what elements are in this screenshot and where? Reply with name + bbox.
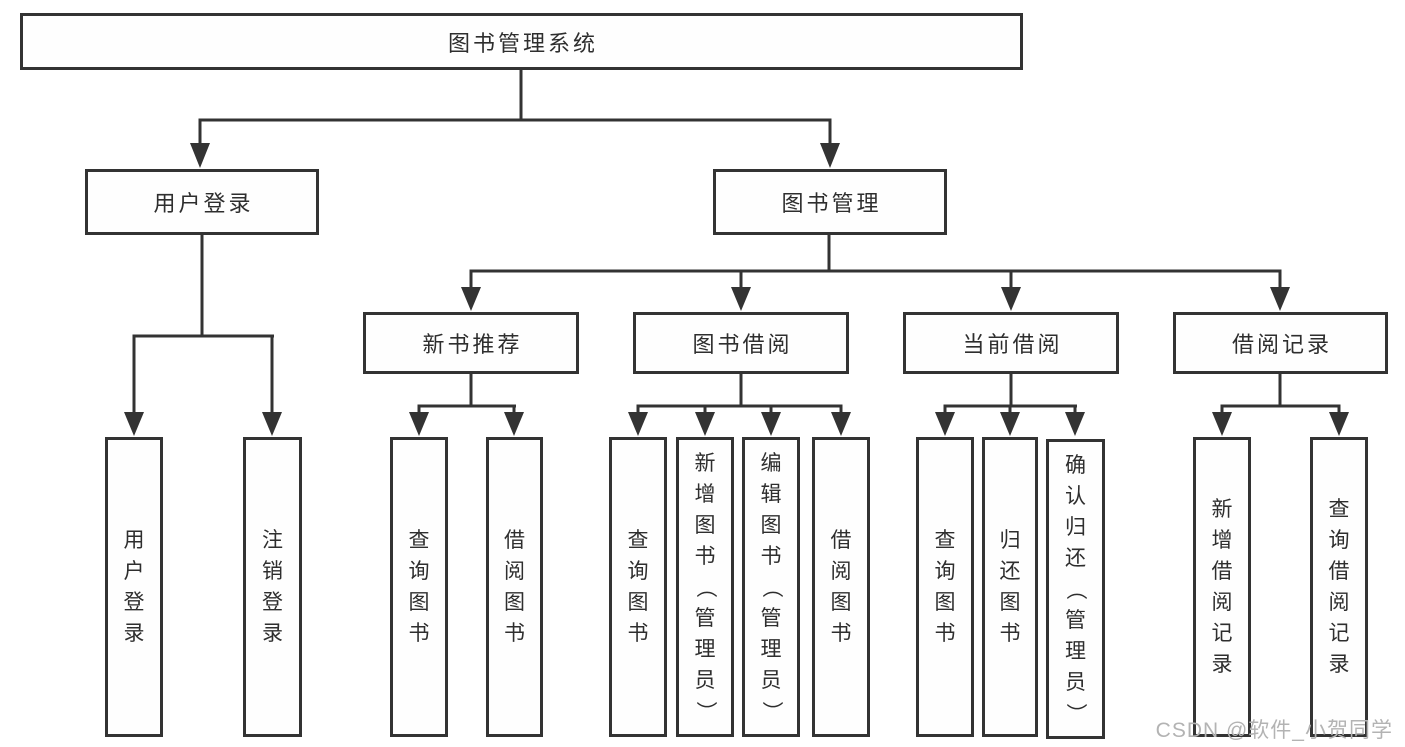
leaf-borrow-add-books-admin: 新增图书（管理员） <box>676 437 734 737</box>
node-current-borrowing: 当前借阅 <box>903 312 1119 374</box>
node-new-book-recommendation-label: 新书推荐 <box>422 332 523 357</box>
node-user-login: 用户登录 <box>85 169 319 235</box>
node-borrowing-records-label: 借阅记录 <box>1231 332 1332 357</box>
leaf-records-query-borrow-record: 查询借阅记录 <box>1310 437 1368 737</box>
node-root-library-management-system: 图书管理系统 <box>20 13 1023 70</box>
node-user-login-label: 用户登录 <box>153 191 254 216</box>
leaf-logout-login: 注销登录 <box>243 437 302 737</box>
arrowheads <box>124 143 1349 436</box>
node-book-borrowing: 图书借阅 <box>633 312 849 374</box>
leaf-borrow-borrow-books: 借阅图书 <box>812 437 870 737</box>
node-new-book-recommendation: 新书推荐 <box>363 312 579 374</box>
node-borrowing-records: 借阅记录 <box>1173 312 1388 374</box>
watermark: CSDN @软件_小贺同学 <box>1155 719 1393 742</box>
node-book-management-label: 图书管理 <box>781 191 882 216</box>
node-book-borrowing-label: 图书借阅 <box>692 332 793 357</box>
leaf-user-login: 用户登录 <box>105 437 163 737</box>
node-root-label: 图书管理系统 <box>447 30 598 56</box>
leaf-borrow-query-books: 查询图书 <box>609 437 667 737</box>
leaf-current-query-books: 查询图书 <box>916 437 974 737</box>
node-current-borrowing-label: 当前借阅 <box>962 332 1063 357</box>
leaf-records-add-borrow-record: 新增借阅记录 <box>1193 437 1251 737</box>
leaf-current-return-books: 归还图书 <box>982 437 1038 737</box>
leaf-newbook-query-books: 查询图书 <box>390 437 448 737</box>
leaf-borrow-edit-books-admin: 编辑图书（管理员） <box>742 437 800 737</box>
node-book-management: 图书管理 <box>713 169 947 235</box>
leaf-current-confirm-return-admin: 确认归还（管理员） <box>1046 439 1105 739</box>
leaf-newbook-borrow-books: 借阅图书 <box>486 437 543 737</box>
